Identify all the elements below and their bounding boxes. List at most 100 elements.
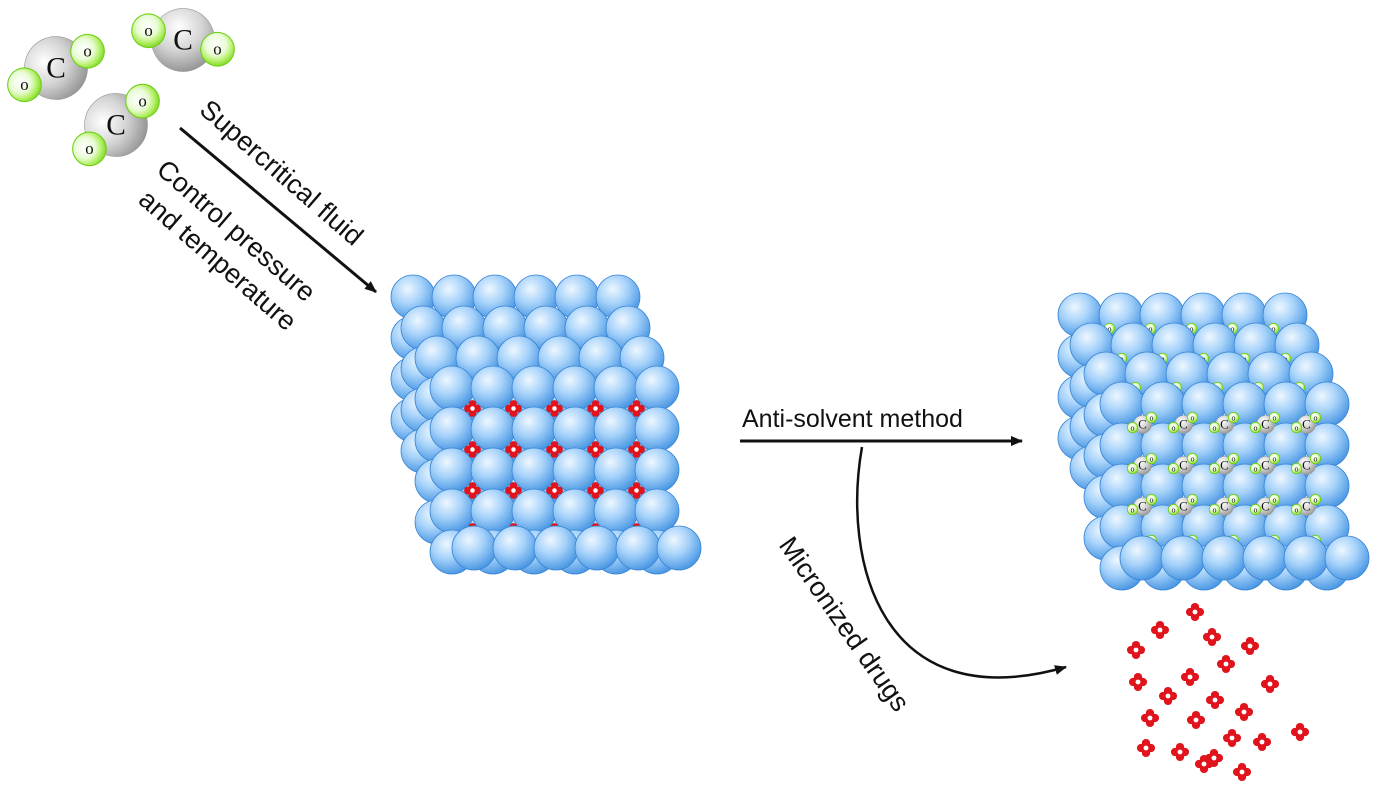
drug-particle [587, 400, 604, 417]
oxygen-symbol: o [138, 91, 146, 110]
svg-text:C: C [1220, 417, 1229, 432]
svg-text:C: C [1220, 499, 1229, 514]
drug-particle [1150, 620, 1170, 640]
lattice-sphere [634, 365, 680, 411]
lattice-sphere [593, 447, 639, 493]
svg-text:o: o [1131, 424, 1135, 433]
arrows [179, 126, 1067, 679]
lattice-sphere [451, 525, 497, 571]
svg-text:o: o [1191, 496, 1195, 505]
svg-text:o: o [1272, 325, 1276, 334]
co2-molecule-small: o oC [1208, 493, 1240, 516]
lattice-sphere [593, 365, 639, 411]
lattice-sphere [533, 525, 579, 571]
svg-text:o: o [1232, 496, 1236, 505]
drug-particle [1180, 667, 1200, 687]
lattice-sphere [429, 488, 475, 534]
lattice-sphere [552, 365, 598, 411]
drug-particle [628, 400, 645, 417]
svg-text:o: o [1172, 465, 1176, 474]
co2-molecule-small: ooC [1167, 411, 1199, 434]
svg-text:o: o [1314, 496, 1318, 505]
drug-particle [1126, 640, 1146, 660]
carbon-symbol: C [173, 24, 193, 56]
lattice-sphere [1119, 535, 1165, 581]
oxygen-atom [200, 31, 235, 67]
svg-text:C: C [1220, 458, 1229, 473]
drug-particle [587, 441, 604, 458]
lattice-sphere [470, 406, 516, 452]
drug-particle [628, 482, 645, 499]
svg-text:C: C [1138, 458, 1147, 473]
co2-molecule-small: ooC [1126, 493, 1158, 516]
svg-text:o: o [1273, 414, 1277, 423]
svg-text:C: C [1261, 417, 1270, 432]
drug-particle [1194, 754, 1214, 774]
co2-molecule-small: ooC [1167, 452, 1199, 475]
svg-text:C: C [1138, 499, 1147, 514]
svg-text:C: C [1179, 417, 1188, 432]
drug-particle [628, 441, 645, 458]
drug-particle [464, 482, 481, 499]
drug-lattice-cube [390, 274, 702, 575]
lattice-sphere [593, 406, 639, 452]
supercritical-arrow [179, 126, 377, 294]
co2-molecule-small: ooC [1290, 493, 1322, 516]
co2-molecule: ooC [7, 33, 105, 103]
svg-text:o: o [1295, 465, 1299, 474]
co2-molecule-small: ooC [1208, 452, 1240, 475]
drug-particle [505, 400, 522, 417]
svg-text:o: o [1254, 465, 1258, 474]
lattice-sphere [615, 525, 661, 571]
drug-particle [546, 400, 563, 417]
lattice-sphere [552, 447, 598, 493]
svg-text:C: C [1261, 499, 1270, 514]
lattice-layer [1119, 535, 1370, 581]
svg-text:o: o [1190, 325, 1194, 334]
oxygen-atom [125, 83, 160, 119]
co2-molecule-small: ooC [1290, 452, 1322, 475]
lattice-sphere [1324, 535, 1370, 581]
co2-molecule-small: ooC [1249, 493, 1281, 516]
drug-particle [1240, 636, 1260, 656]
drug-particle [1140, 708, 1160, 728]
drug-particle [1234, 702, 1254, 722]
svg-text:o: o [1150, 414, 1154, 423]
lattice-sphere [492, 525, 538, 571]
lattice-sphere [574, 525, 620, 571]
co2-molecule-small: ooC [1208, 411, 1240, 434]
drug-particle [1136, 738, 1156, 758]
svg-text:o: o [1213, 424, 1217, 433]
svg-text:o: o [1254, 506, 1258, 515]
lattice-sphere [1160, 535, 1206, 581]
co2-lattice-cube: ooCooCooCooCooCooCooCooCooCooCooCooCooCo… [1057, 292, 1370, 591]
drug-particle [1232, 762, 1252, 782]
svg-text:C: C [1302, 458, 1311, 473]
drug-particle [1290, 722, 1310, 742]
co2-molecule-small: ooC [1249, 411, 1281, 434]
co2-molecule: ooC [72, 83, 160, 167]
drug-particle [1158, 686, 1178, 706]
oxygen-atom [72, 131, 107, 167]
svg-text:o: o [1213, 506, 1217, 515]
co2-molecule: ooC [131, 8, 235, 72]
micronized-drugs-label: Micronized drugs [773, 531, 915, 717]
oxygen-symbol: o [85, 139, 93, 158]
lattice-sphere [429, 406, 475, 452]
svg-text:C: C [1261, 458, 1270, 473]
svg-text:o: o [1314, 414, 1318, 423]
co2-molecule-small: ooC [1126, 452, 1158, 475]
lattice-sphere [511, 447, 557, 493]
drug-particle [1202, 627, 1222, 647]
drug-particle [1204, 748, 1224, 768]
lattice-layer [451, 525, 702, 571]
oxygen-symbol: o [83, 41, 91, 60]
svg-text:o: o [1232, 455, 1236, 464]
drug-particle [505, 441, 522, 458]
svg-text:o: o [1150, 455, 1154, 464]
drug-particle [1170, 742, 1190, 762]
svg-text:o: o [1191, 455, 1195, 464]
svg-text:o: o [1150, 496, 1154, 505]
oxygen-atom [7, 67, 42, 103]
